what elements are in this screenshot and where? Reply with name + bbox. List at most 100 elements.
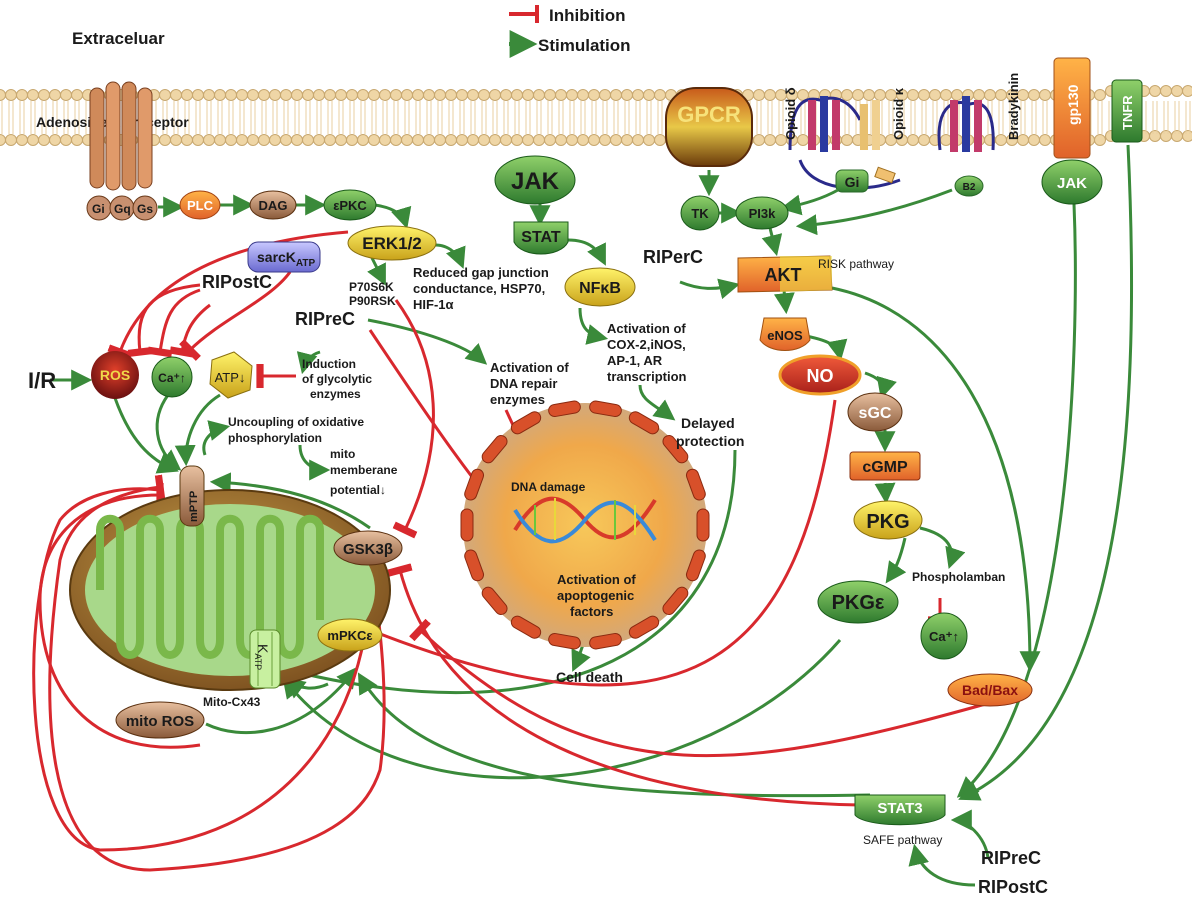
node-cgmp: cGMP [849, 451, 921, 481]
apoptogenic-text: Activation of apoptogenic factors [557, 572, 636, 619]
nucleus [460, 400, 710, 650]
node-pkg: PKG [853, 500, 923, 540]
node-jak: JAK [494, 155, 576, 205]
delayed-line-2: protection [676, 433, 744, 449]
badbax-label: Bad/Bax [962, 682, 1018, 698]
gp130-label: gp130 [1065, 84, 1081, 125]
node-dag: DAG [249, 190, 297, 220]
riprec-mid-label: RIPreC [295, 309, 355, 329]
gsk3b-label: GSK3β [343, 541, 393, 558]
gp130-receptor: gp130 [1053, 57, 1091, 159]
ripostc-top-label: RIPostC [202, 272, 272, 292]
node-sarck: sarcKATP [247, 241, 321, 273]
node-pkge: PKGε [817, 580, 899, 624]
ca-left-label: Ca⁺↑ [158, 371, 186, 385]
risk-pathway-label: RISK pathway [818, 257, 894, 271]
katp-label: KATP [253, 644, 271, 670]
mito-ros-label: mito ROS [126, 713, 194, 730]
cox-line-3: AP-1, AR [607, 353, 663, 368]
node-ros: ROS [91, 351, 139, 399]
gap-line-3: HIF-1α [413, 297, 454, 312]
glyco-line-3: enzymes [310, 387, 361, 401]
mitomem-line-3: potential↓ [330, 483, 386, 497]
p70s6k-label: P70S6K [349, 280, 394, 294]
node-ca-right: Ca⁺↑ [920, 612, 968, 660]
uncoupling-line-1: Uncoupling of oxidative [228, 415, 364, 429]
glyco-line-2: of glycolytic [302, 372, 372, 386]
cox-activation-text: Activation of COX-2,iNOS, AP-1, AR trans… [607, 321, 687, 384]
node-akt: AKT [737, 255, 833, 293]
mito-cx43-label: Mito-Cx43 [203, 695, 261, 709]
dag-label: DAG [259, 198, 288, 213]
sarck-label: sarcKATP [257, 249, 316, 269]
bradykinin-label: Bradykinin [1006, 73, 1021, 140]
node-erk: ERK1/2 [347, 225, 437, 261]
legend-stimulation: Stimulation [538, 36, 631, 55]
glycolytic-text: Induction of glycolytic enzymes [302, 357, 372, 401]
adenosine-a1-receptor: Gi Gq Gs [86, 81, 158, 221]
node-mito-ros: mito ROS [115, 701, 205, 739]
erk-label: ERK1/2 [362, 234, 422, 253]
node-tk: TK [680, 195, 720, 231]
tk-label: TK [691, 206, 709, 221]
bradykinin-receptor: B2 Bradykinin [937, 73, 1021, 197]
node-stat3: STAT3 [854, 794, 946, 826]
node-plc: PLC [179, 190, 221, 220]
apopt-line-3: factors [570, 604, 613, 619]
node-atp: ATP↓ [209, 351, 253, 399]
sgc-label: sGC [859, 405, 892, 422]
mpkce-label: mPKCε [327, 628, 372, 643]
apopt-line-1: Activation of [557, 572, 636, 587]
ros-label: ROS [100, 367, 130, 383]
riperc-label: RIPerC [643, 247, 703, 267]
plc-label: PLC [187, 198, 214, 213]
delayed-line-1: Delayed [681, 415, 735, 431]
cox-line-1: Activation of [607, 321, 686, 336]
node-sgc: sGC [847, 392, 903, 432]
apopt-line-2: apoptogenic [557, 588, 634, 603]
cell-death-label: Cell death [556, 669, 623, 685]
tnfr-label: TNFR [1120, 95, 1135, 130]
node-ca-left: Ca⁺↑ [151, 356, 193, 398]
dnarepair-line-3: enzymes [490, 392, 545, 407]
stat-label: STAT [521, 229, 561, 246]
cell-membrane [0, 85, 1192, 146]
gap-line-2: conductance, HSP70, [413, 281, 545, 296]
uncoupling-line-2: phosphorylation [228, 431, 322, 445]
akt-label: AKT [765, 265, 802, 285]
jak-right-label: JAK [1057, 175, 1087, 192]
ir-label: I/R [28, 368, 56, 393]
gpcr-label: GPCR [677, 102, 741, 127]
pkge-label: PKGε [832, 592, 885, 614]
node-nfkb: NFκB [564, 267, 636, 307]
atp-label: ATP↓ [215, 370, 246, 385]
p90rsk-label: P90RSK [349, 294, 396, 308]
stimulation-arrows [50, 144, 1134, 887]
pkg-label: PKG [866, 511, 909, 533]
dnarepair-line-1: Activation of [490, 360, 569, 375]
opioid-kappa-label: Opioid κ [891, 87, 906, 140]
adenosine-subunit-gq: Gq [114, 202, 131, 216]
node-no: NO [778, 354, 862, 396]
adenosine-subunit-gs: Gs [137, 202, 153, 216]
dnarepair-line-2: DNA repair [490, 376, 557, 391]
dna-damage-label: DNA damage [511, 480, 586, 494]
ca-right-label: Ca⁺↑ [929, 629, 959, 644]
mitomem-line-2: memberane [330, 463, 398, 477]
node-enos: eNOS [759, 317, 811, 351]
node-jak-right: JAK [1041, 159, 1103, 205]
jak-label: JAK [511, 168, 560, 195]
gap-junction-text: Reduced gap junction conductance, HSP70,… [413, 265, 549, 312]
nfkb-label: NFκB [579, 280, 621, 297]
gpcr-receptor: GPCR [665, 87, 753, 167]
gi-label: Gi [845, 174, 860, 190]
stat3-label: STAT3 [877, 800, 922, 817]
mitomem-line-1: mito [330, 447, 355, 461]
no-label: NO [807, 366, 834, 386]
safe-pathway-label: SAFE pathway [863, 833, 942, 847]
ripostc-bottom-label: RIPostC [978, 877, 1048, 897]
glyco-line-1: Induction [302, 357, 356, 371]
mitochondrion: mPTP [69, 465, 391, 691]
node-katp: KATP [249, 629, 281, 689]
node-bad-bax: Bad/Bax [947, 673, 1033, 707]
